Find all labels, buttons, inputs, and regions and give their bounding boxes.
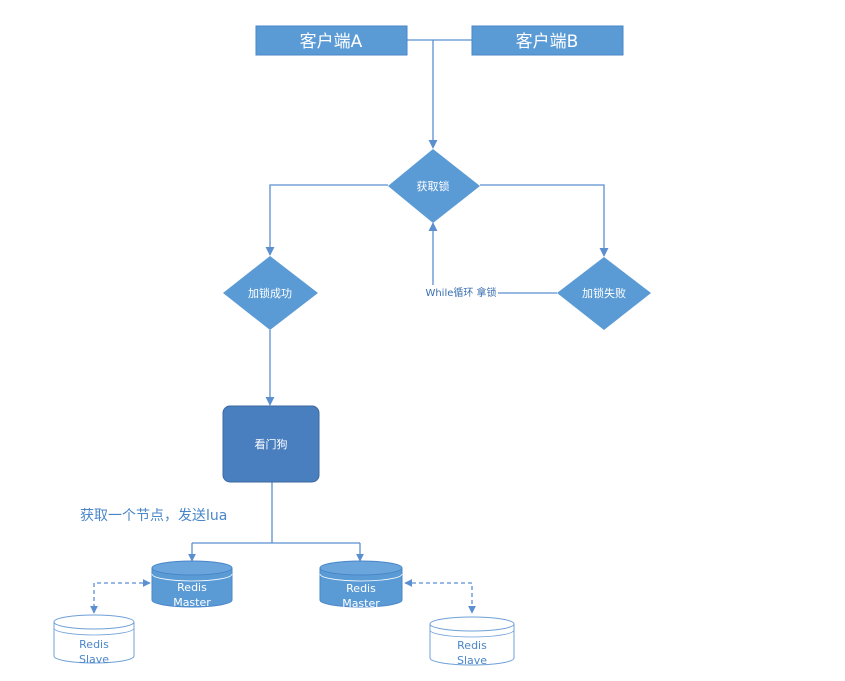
redis-slave-left: Redis Slave bbox=[53, 614, 135, 666]
acquire-lock-label: 获取锁 bbox=[417, 179, 450, 193]
acquire-lock-diamond: 获取锁 bbox=[388, 149, 480, 223]
send-lua-note: 获取一个节点，发送lua bbox=[80, 508, 227, 524]
acquire-to-success bbox=[265, 184, 388, 256]
client-a-box: 客户端A bbox=[255, 25, 408, 56]
redis-master-left: Redis Master bbox=[151, 560, 233, 609]
loop-label-bg bbox=[424, 285, 498, 299]
lock-success-diamond: 加锁成功 bbox=[223, 256, 318, 330]
master-left-line1: Redis bbox=[177, 581, 207, 594]
slave-right-line1: Redis bbox=[457, 639, 487, 652]
master-right-line1: Redis bbox=[346, 582, 376, 595]
watchdog-box: 看门狗 bbox=[222, 405, 320, 483]
redis-slave-right: Redis Slave bbox=[429, 616, 515, 667]
watchdog-label: 看门狗 bbox=[255, 437, 288, 451]
acquire-to-fail bbox=[480, 184, 609, 257]
lock-fail-diamond: 加锁失败 bbox=[557, 257, 651, 330]
lock-fail-label: 加锁失败 bbox=[582, 286, 626, 300]
slave-left-line1: Redis bbox=[79, 638, 109, 651]
master-left-line2: Master bbox=[173, 596, 211, 609]
slave-left-line2: Slave bbox=[79, 653, 109, 666]
redis-master-right: Redis Master bbox=[319, 560, 403, 610]
master-left-slave-link bbox=[90, 579, 151, 614]
fail-loop-back bbox=[428, 222, 557, 294]
client-a-label: 客户端A bbox=[300, 32, 363, 52]
master-right-line2: Master bbox=[342, 597, 380, 610]
master-right-slave-link bbox=[404, 579, 476, 614]
slave-right-line2: Slave bbox=[457, 654, 487, 667]
client-b-box: 客户端B bbox=[471, 25, 624, 56]
connectors bbox=[90, 39, 609, 614]
loop-label: While循环 拿锁 bbox=[425, 286, 496, 299]
client-b-label: 客户端B bbox=[516, 32, 579, 52]
lock-success-label: 加锁成功 bbox=[248, 286, 292, 300]
